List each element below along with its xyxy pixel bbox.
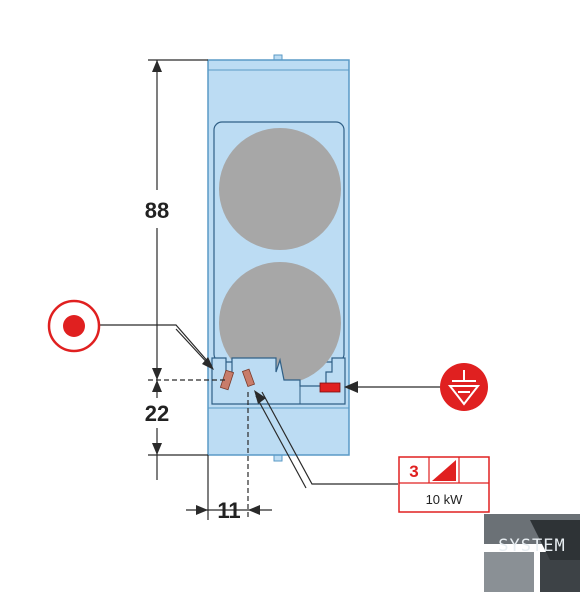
phase-count: 3 bbox=[409, 462, 418, 481]
power-leader-arrow bbox=[254, 390, 266, 404]
arrow-mid-up bbox=[152, 368, 162, 380]
control-knob-left bbox=[219, 369, 235, 391]
arrow-top bbox=[152, 60, 162, 72]
electric-leader-line bbox=[100, 324, 211, 365]
arrow-bottom bbox=[152, 443, 162, 455]
hotplate-front bbox=[219, 262, 341, 384]
equipotential-terminal bbox=[319, 382, 341, 393]
equipotential-callout bbox=[344, 363, 488, 411]
electric-leader-arrow bbox=[202, 357, 214, 370]
dimension-lines bbox=[148, 59, 272, 520]
equipotential-glyph bbox=[447, 370, 481, 406]
dim-label-11: 11 bbox=[217, 498, 240, 523]
arrow-right-edge bbox=[196, 505, 208, 515]
logo-text: SYSTEM bbox=[498, 536, 565, 556]
phase-triangle-icon bbox=[432, 460, 456, 481]
power-rating: 10 kW bbox=[426, 492, 464, 507]
power-leader-line-2 bbox=[255, 395, 307, 489]
hotplate-rear bbox=[219, 128, 341, 250]
power-box-outline bbox=[398, 456, 490, 513]
equipotential-leader-arrow bbox=[344, 381, 358, 393]
power-callout bbox=[254, 390, 398, 489]
red-circle-dot-icon-center bbox=[63, 315, 85, 337]
electric-connection-callout bbox=[47, 299, 214, 370]
appliance-body bbox=[207, 54, 350, 462]
dim-label-88: 88 bbox=[145, 198, 169, 223]
logo-accent bbox=[530, 520, 580, 560]
control-knob-right bbox=[241, 368, 256, 388]
arrow-knob-edge bbox=[248, 505, 260, 515]
arrow-mid-down bbox=[152, 380, 162, 392]
power-leader-line bbox=[261, 391, 398, 485]
power-rating-box: 3 10 kW bbox=[398, 456, 490, 513]
dim-label-22: 22 bbox=[145, 401, 169, 426]
logo-frame-bottom bbox=[484, 552, 534, 592]
dimension-arrows bbox=[152, 60, 260, 515]
system-logo: SYSTEM bbox=[484, 514, 580, 592]
